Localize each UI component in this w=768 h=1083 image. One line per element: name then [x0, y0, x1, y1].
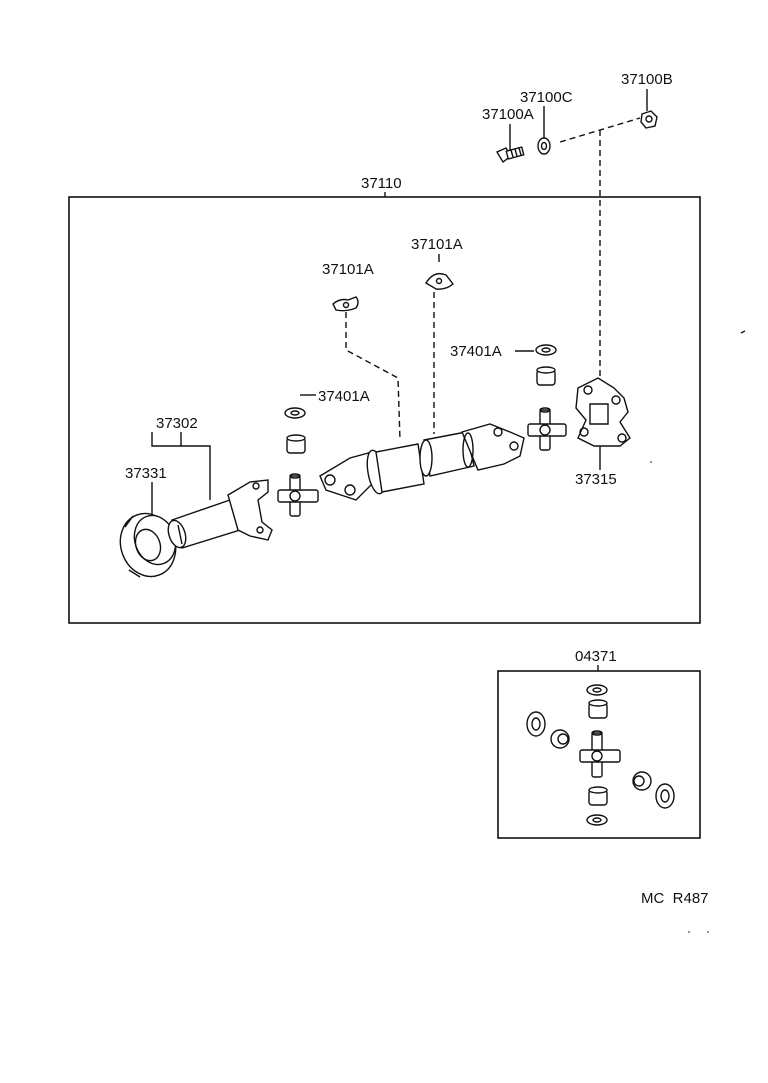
spider-right-part [527, 407, 567, 451]
label-bolt: 37100A [482, 106, 534, 150]
label-nut: 37100B [621, 71, 673, 111]
bearing-cup-right [536, 366, 556, 386]
kit-box [497, 670, 701, 839]
kit-cup-right [632, 771, 652, 791]
propeller-tube-part [419, 423, 525, 477]
kit-snap-ring-left [526, 711, 546, 737]
label-clip-right: 37101A [411, 236, 463, 262]
svg-text:37110: 37110 [361, 175, 402, 192]
label-snap-ring-left: 37401A [300, 388, 370, 405]
bearing-cup-left [286, 434, 306, 454]
slip-yoke-part [167, 479, 273, 549]
kit-snap-ring-bottom [586, 814, 608, 826]
label-yoke-group: 37302 [151, 415, 211, 500]
svg-text:37315: 37315 [575, 471, 617, 488]
scan-specks [650, 330, 746, 933]
kit-cup-bottom [588, 786, 608, 806]
svg-text:04371: 04371 [575, 648, 617, 665]
svg-text:37401A: 37401A [450, 343, 502, 360]
dust-seal-part [119, 512, 177, 578]
kit-cup-top [588, 699, 608, 719]
clip-right-part [425, 272, 454, 290]
diagram-code: MC R487 [641, 890, 709, 907]
spider-left-part [277, 473, 319, 517]
label-assembly: 37110 [361, 175, 402, 197]
snap-ring-right-part [535, 344, 557, 356]
assembly-box [68, 196, 701, 624]
svg-text:37401A: 37401A [318, 388, 370, 405]
svg-text:37101A: 37101A [322, 261, 374, 278]
svg-text:37331: 37331 [125, 465, 167, 482]
snap-ring-left-part [284, 407, 306, 419]
label-kit: 04371 [575, 648, 617, 671]
label-snap-ring-right: 37401A [450, 343, 534, 360]
label-washer: 37100C [520, 89, 573, 138]
svg-text:37302: 37302 [156, 415, 198, 432]
nut-part [640, 110, 658, 129]
label-flange-yoke: 37315 [575, 446, 617, 488]
kit-spider [579, 730, 621, 778]
washer-part [537, 137, 551, 155]
label-clip-left: 37101A [322, 261, 374, 278]
kit-cup-left [550, 729, 570, 749]
svg-text:37101A: 37101A [411, 236, 463, 253]
kit-snap-ring-right [655, 783, 675, 809]
label-dust-seal: 37331 [125, 465, 167, 516]
flange-yoke-part [575, 377, 631, 447]
svg-text:37100C: 37100C [520, 89, 573, 106]
clip-left-part [332, 296, 359, 312]
center-yoke-part [319, 443, 425, 501]
svg-text:37100B: 37100B [621, 71, 673, 88]
kit-snap-ring-top [586, 684, 608, 696]
bolt-part [495, 146, 525, 164]
clip-left-leader [345, 312, 401, 441]
svg-text:37100A: 37100A [482, 106, 534, 123]
